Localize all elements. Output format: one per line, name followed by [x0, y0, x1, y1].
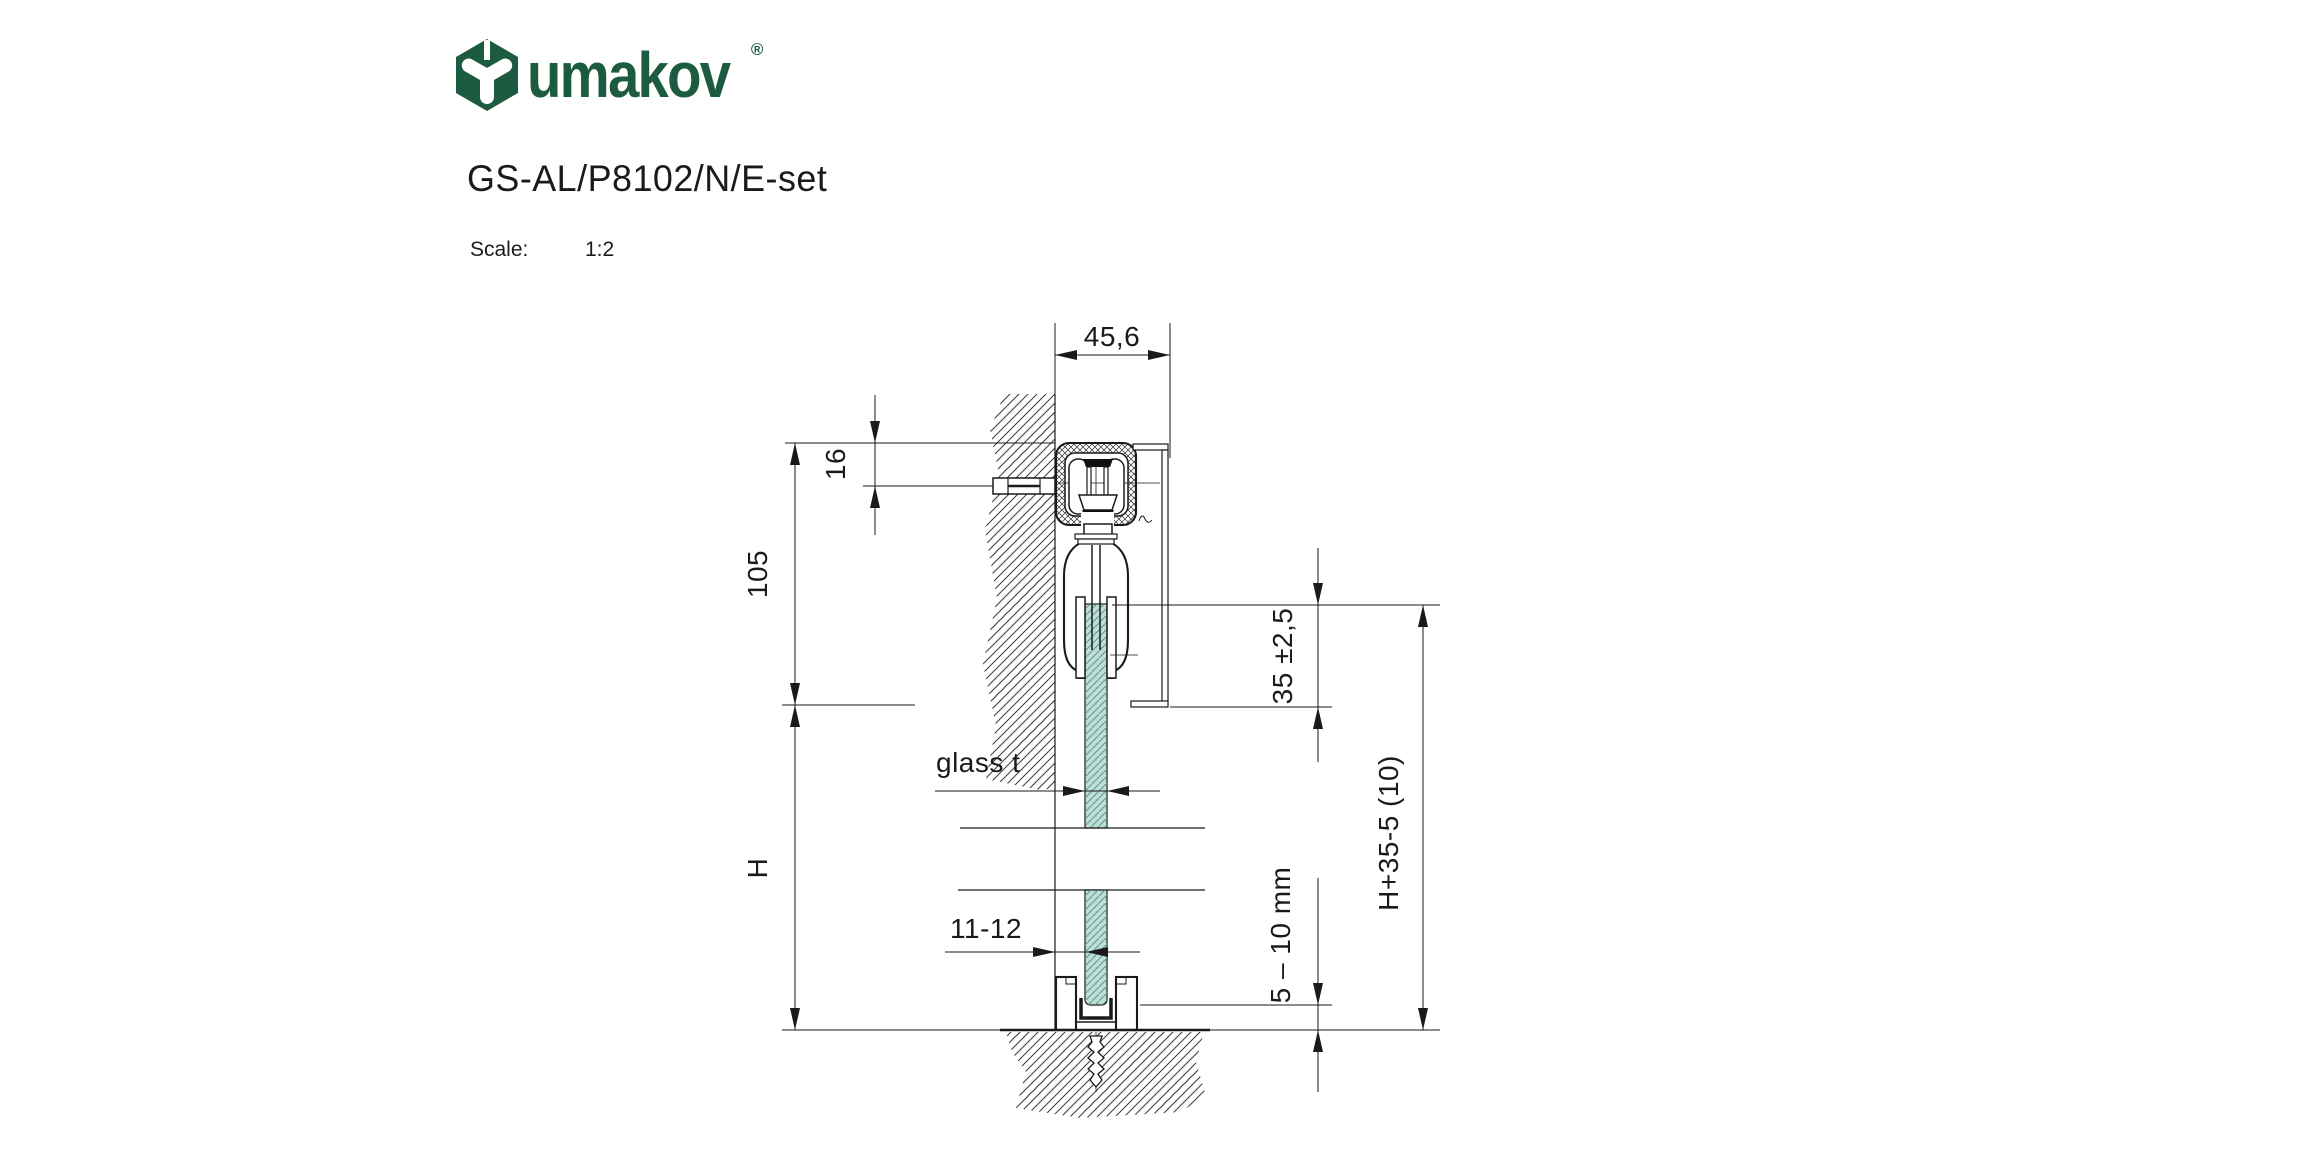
dim-label: H+35-5 (10) [1373, 755, 1404, 911]
arrow [1313, 1030, 1323, 1052]
arrow [1313, 707, 1323, 729]
arrow [1086, 947, 1108, 957]
dim-glass-height: H+35-5 (10) [1373, 605, 1428, 1030]
clamp-plate-left [1075, 596, 1086, 679]
umakov-logo-text: umakov [527, 39, 731, 111]
arrow [1313, 983, 1323, 1005]
arrow [870, 486, 880, 508]
dim-label: 35 ±2,5 [1267, 608, 1298, 705]
dim-anchor-offset: 16 [785, 395, 1055, 535]
dim-label: 16 [820, 448, 851, 480]
brand-header: umakov ® [455, 38, 763, 112]
arrow [870, 421, 880, 443]
logo-propeller [461, 58, 513, 104]
arrow [1063, 786, 1085, 796]
arrow [790, 443, 800, 465]
scale-row: Scale: 1:2 [470, 238, 614, 262]
arrow [790, 683, 800, 705]
technical-drawing: 45,6 16 105 H [742, 321, 1440, 1118]
glass-panel [1084, 603, 1108, 829]
dim-label: H [742, 858, 773, 879]
arrow [1418, 605, 1428, 627]
dim-door-height: H [742, 705, 800, 1030]
arrow [790, 705, 800, 727]
dim-header-height: 105 [742, 443, 915, 706]
arrow [1418, 1008, 1428, 1030]
logo-slit [484, 40, 490, 60]
wall-anchor-bolt [992, 477, 1056, 495]
guide-u-channel [1079, 998, 1113, 1020]
clamp-plate-right [1106, 596, 1117, 679]
page-title: GS-AL/P8102/N/E-set [467, 158, 828, 199]
dim-floor-gap: 5 – 10 mm [1140, 867, 1332, 1092]
arrow [790, 1008, 800, 1030]
glass-panel-lower [1084, 889, 1108, 1006]
cover-profile [1130, 443, 1169, 708]
arrow [1148, 350, 1170, 360]
dim-glass-thickness: glass t [935, 747, 1160, 796]
dim-wall-to-glass: 11-12 [945, 913, 1140, 957]
profile-clip-detail [1138, 515, 1153, 523]
floor-anchor [1087, 1032, 1105, 1092]
dim-top-width: 45,6 [1054, 321, 1171, 458]
wall-section [983, 394, 1055, 790]
dim-label: glass t [936, 747, 1020, 778]
hanger-cap [1083, 459, 1113, 467]
umakov-logo-icon [456, 39, 518, 111]
arrow [1313, 583, 1323, 605]
track-profile [1054, 441, 1160, 527]
arrow [1033, 947, 1055, 957]
arrow [1107, 786, 1129, 796]
scale-label: Scale: [470, 238, 529, 261]
dim-label: 105 [742, 550, 773, 598]
floor-section [1006, 1032, 1206, 1118]
registered-trademark-icon: ® [750, 40, 764, 59]
dim-label: 11-12 [950, 913, 1022, 944]
scale-value: 1:2 [585, 238, 615, 261]
arrow [1055, 350, 1077, 360]
dim-top-engagement: 35 ±2,5 [1112, 548, 1440, 762]
dim-label: 45,6 [1084, 321, 1141, 352]
dim-label: 5 – 10 mm [1265, 867, 1296, 1004]
